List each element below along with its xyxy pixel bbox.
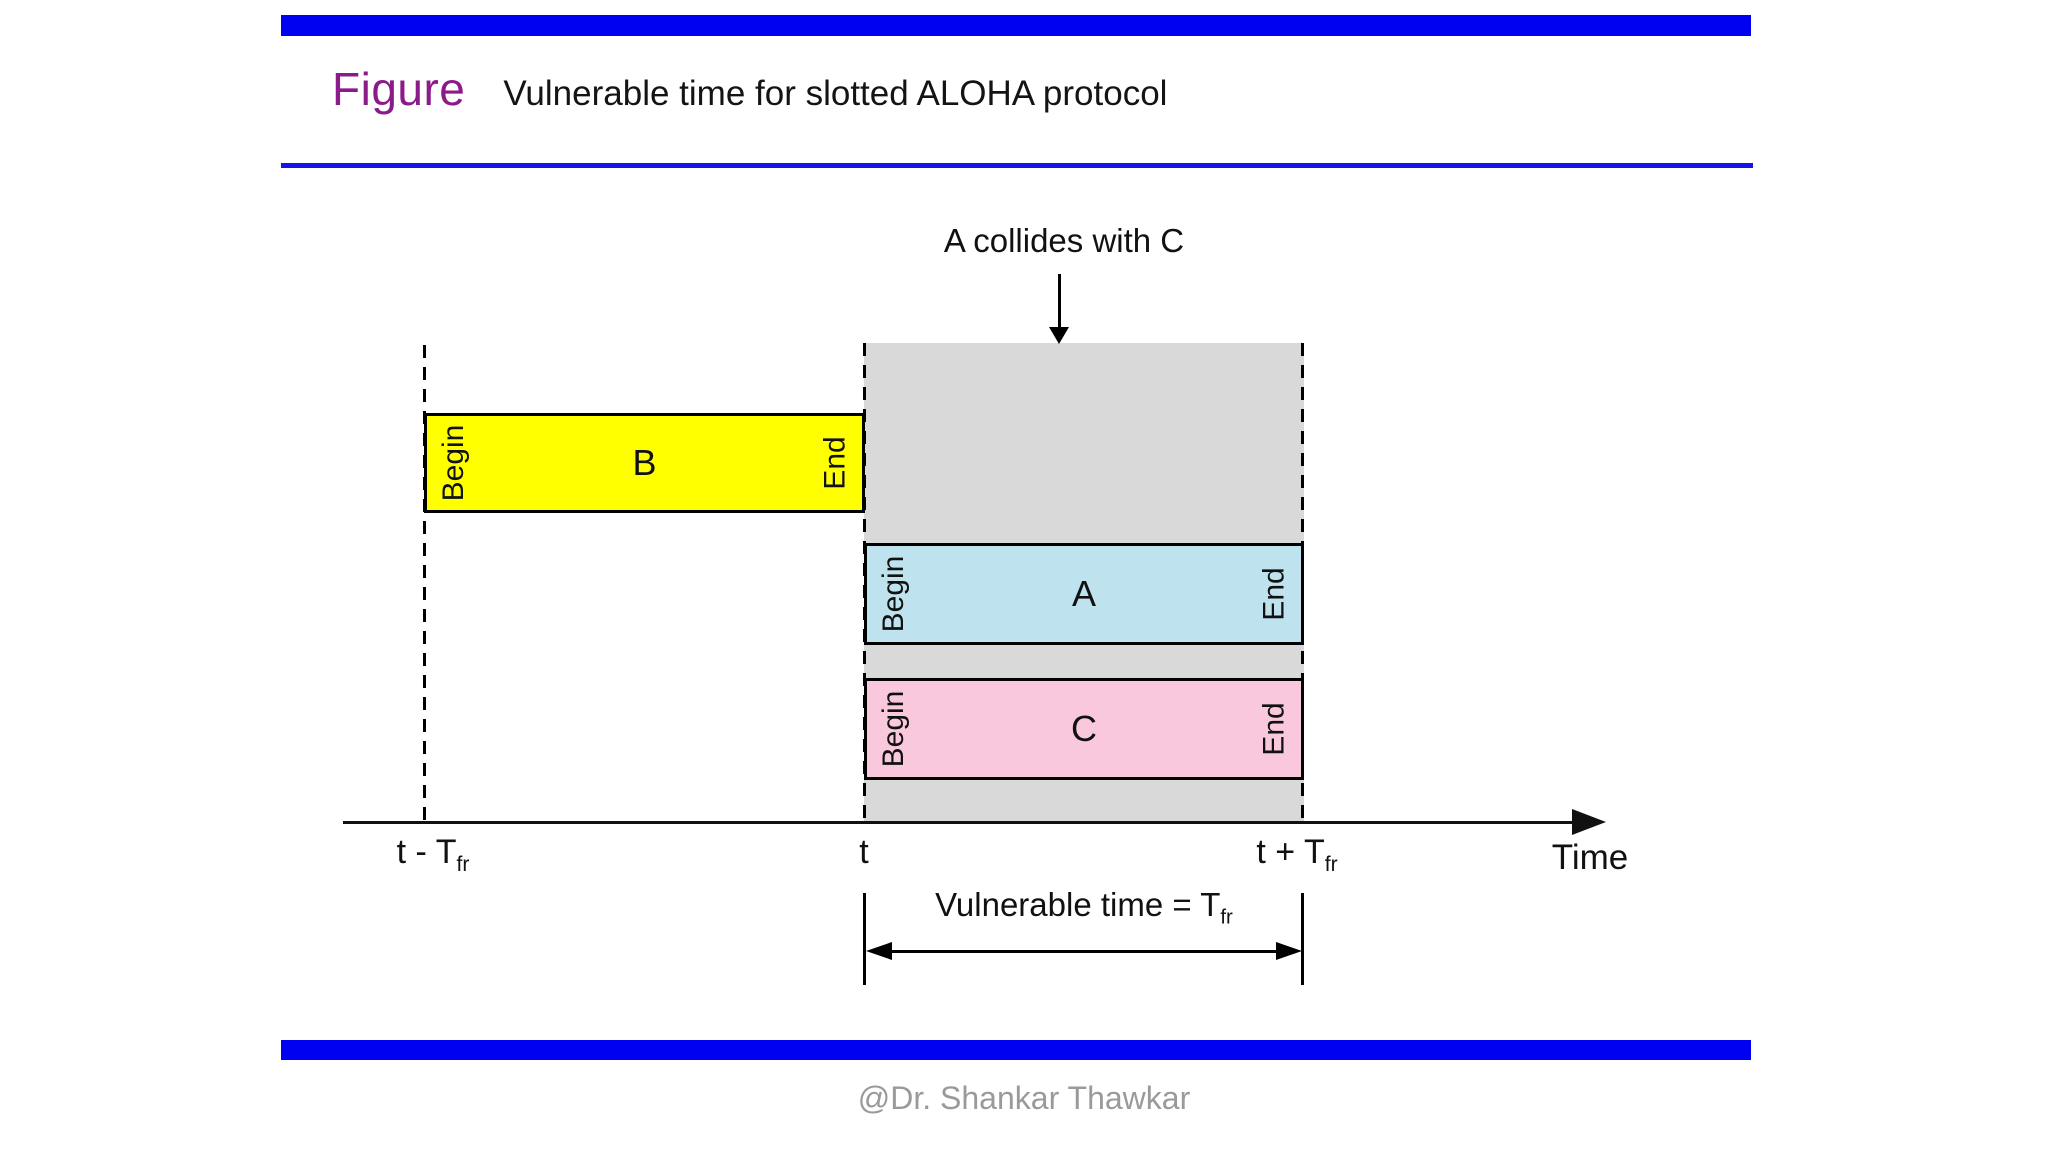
collision-arrowhead-icon [1049,327,1069,344]
time-axis [343,821,1585,824]
header: Figure Vulnerable time for slotted ALOHA… [332,62,1167,116]
dashed-line-t-minus-tfr [423,345,426,823]
frame-c-end-label: End [1257,702,1290,756]
vulnerable-span-arrow [888,950,1280,953]
frame-c-label: C [1071,708,1097,749]
vulnerable-arrowhead-left-icon [866,942,892,960]
tick-label-t-plus-tfr: t + Tfr [1256,833,1337,875]
frame-c-begin-label: Begin [877,690,910,768]
frame-a-begin-label: Begin [877,555,910,633]
time-axis-arrowhead-icon [1572,809,1606,835]
time-axis-label: Time [1551,838,1629,877]
top-accent-bar [281,15,1751,36]
bottom-accent-bar [281,1040,1751,1060]
tick-label-t-minus-tfr: t - Tfr [396,833,470,875]
figure-label: Figure [332,63,466,115]
frame-b-label: B [632,442,657,483]
vulnerable-time-text: Vulnerable time = T [935,886,1221,923]
vulnerable-bracket-left [863,893,866,985]
title-divider [281,163,1753,168]
tick-t-minus-sub: fr [456,852,470,876]
vulnerable-bracket-right [1301,893,1304,985]
tick-t-plus-text: t + T [1256,833,1325,871]
tick-label-t: t [859,833,869,871]
figure-title: Vulnerable time for slotted ALOHA protoc… [503,74,1168,113]
frame-b-end-label: End [818,436,851,490]
frame-a-end-label: End [1257,567,1290,621]
frame-a: Begin A End [864,543,1304,645]
vulnerable-time-sub: fr [1220,905,1233,929]
frame-b: Begin B End [424,413,865,513]
tick-t-minus-text: t - T [396,833,457,871]
frame-c: Begin C End [864,678,1304,780]
frame-a-label: A [1071,573,1096,614]
watermark: @Dr. Shankar Thawkar [857,1080,1191,1116]
tick-t-plus-sub: fr [1324,852,1338,876]
collision-annotation: A collides with C [943,222,1185,259]
vulnerable-arrowhead-right-icon [1276,942,1302,960]
frame-b-begin-label: Begin [437,424,470,502]
collision-arrow [1058,274,1061,330]
vulnerable-time-label: Vulnerable time = Tfr [935,886,1233,927]
